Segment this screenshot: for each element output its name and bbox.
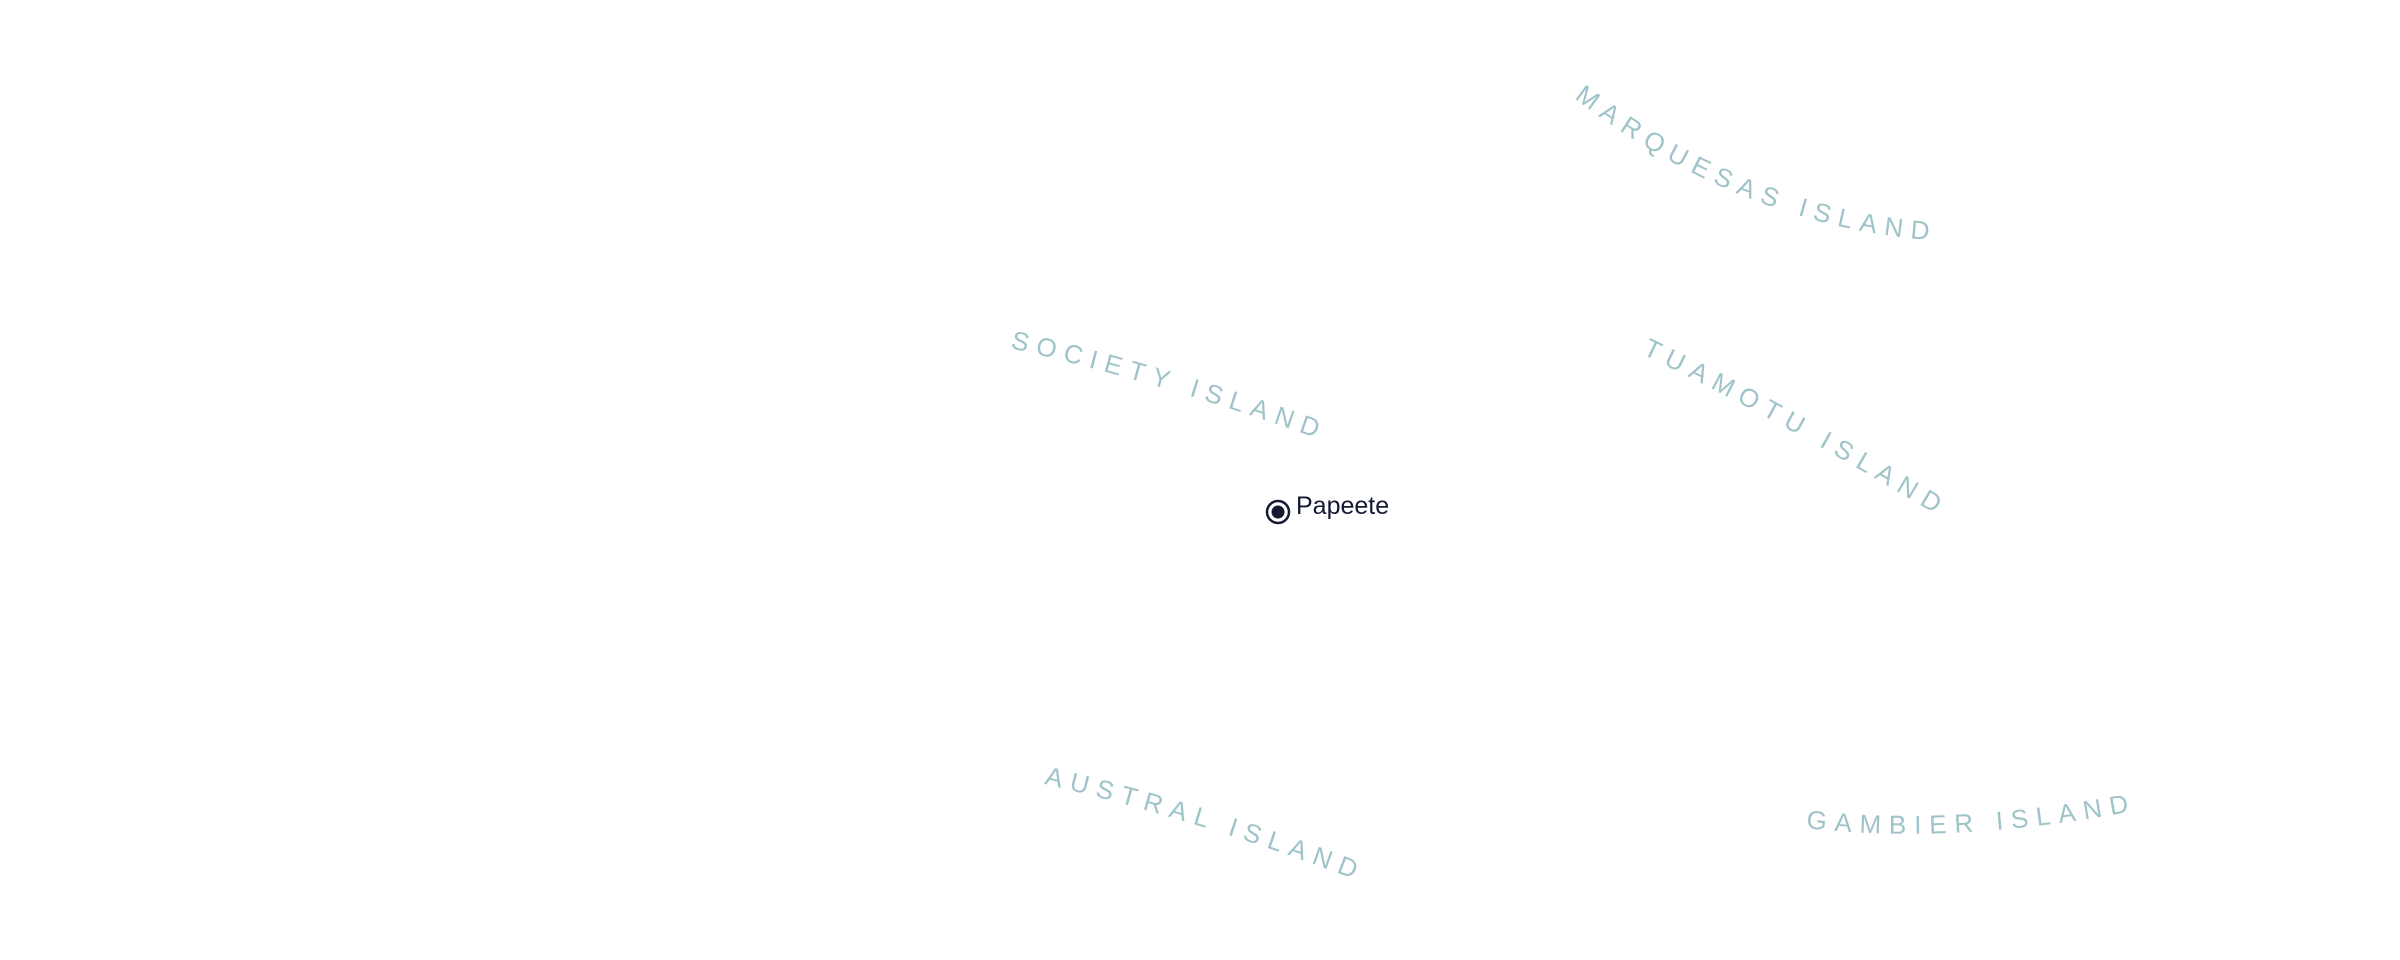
capital-label-papeete[interactable]: Papeete: [1296, 492, 1389, 520]
capital-marker-icon[interactable]: [1265, 499, 1291, 525]
